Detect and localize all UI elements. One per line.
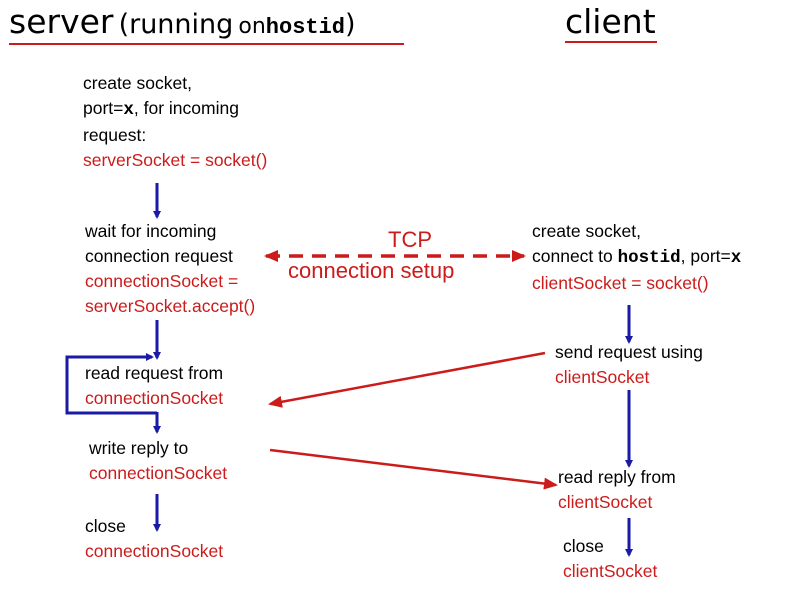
server-wait-code2: serverSocket.accept() xyxy=(85,296,256,316)
server-wait-step: wait for incoming connection request con… xyxy=(85,219,255,319)
client-close-step: close clientSocket xyxy=(563,534,657,584)
server-close-code: connectionSocket xyxy=(85,541,224,561)
server-heading: server (running onhostid) xyxy=(9,2,356,42)
tcp-label: TCP xyxy=(388,227,432,252)
server-create-line2: port=x, for incoming xyxy=(83,96,267,123)
client-create-line2: connect to hostid, port=x xyxy=(532,244,741,271)
server-create-socket-step: create socket, port=x, for incoming requ… xyxy=(83,71,267,173)
server-heading-paren-close: ) xyxy=(345,9,356,40)
reply-arrow xyxy=(269,448,558,490)
server-heading-hostid: hostid xyxy=(265,15,346,40)
client-send-line1: send request using xyxy=(555,342,703,362)
server-close-line1: close xyxy=(85,516,126,536)
server-close-step: close connectionSocket xyxy=(85,514,223,564)
server-wait-line1: wait for incoming xyxy=(85,221,217,241)
client-read-line1: read reply from xyxy=(558,467,676,487)
server-wait-code1: connectionSocket = xyxy=(85,271,239,291)
request-arrow xyxy=(268,351,546,408)
client-create-connect-label: connect to xyxy=(532,246,618,266)
server-create-port-label: port= xyxy=(83,98,124,118)
server-heading-running: (running xyxy=(118,9,234,40)
server-read-code: connectionSocket xyxy=(85,388,224,408)
server-write-step: write reply to connectionSocket xyxy=(89,436,227,486)
client-close-code: clientSocket xyxy=(563,561,658,581)
server-create-port-var: x xyxy=(123,100,134,120)
client-create-socket-step: create socket, connect to hostid, port=x… xyxy=(532,219,741,296)
server-write-line1: write reply to xyxy=(89,438,189,458)
server-read-step: read request from connectionSocket xyxy=(85,361,223,411)
client-create-port-var: x xyxy=(730,248,742,268)
client-heading-word: client xyxy=(565,2,656,41)
server-create-line2-post: , for incoming xyxy=(133,98,239,118)
client-heading-underline xyxy=(565,41,657,43)
server-heading-on: on xyxy=(238,14,266,39)
client-close-line1: close xyxy=(563,536,604,556)
tcp-setup-label: connection setup xyxy=(288,258,455,283)
client-create-hostid: hostid xyxy=(617,248,681,268)
server-write-code: connectionSocket xyxy=(89,463,228,483)
server-read-line1: read request from xyxy=(85,363,224,383)
client-read-code: clientSocket xyxy=(558,492,653,512)
server-create-code: serverSocket = socket() xyxy=(83,150,268,170)
server-heading-underline xyxy=(9,43,404,45)
client-create-line1: create socket, xyxy=(532,221,641,241)
client-heading: client xyxy=(565,2,656,42)
server-wait-line2: connection request xyxy=(85,246,233,266)
server-create-line1: create socket, xyxy=(83,73,192,93)
server-heading-word: server xyxy=(9,2,114,41)
client-create-code: clientSocket = socket() xyxy=(532,273,709,293)
client-create-port-label: , port= xyxy=(680,246,731,266)
client-send-code: clientSocket xyxy=(555,367,650,387)
client-send-step: send request using clientSocket xyxy=(555,340,703,390)
client-read-step: read reply from clientSocket xyxy=(558,465,676,515)
server-loop-arrow xyxy=(65,353,157,415)
server-create-line3: request: xyxy=(83,125,147,145)
